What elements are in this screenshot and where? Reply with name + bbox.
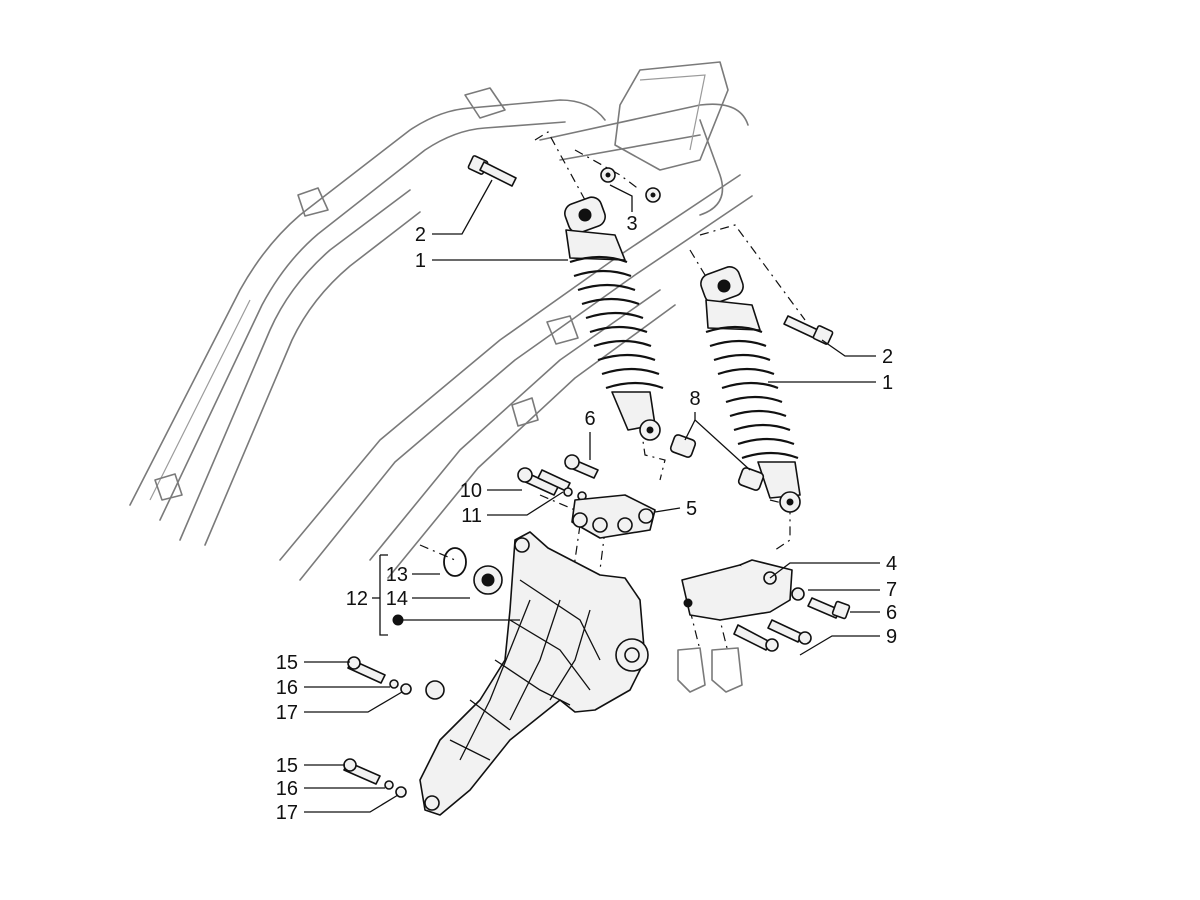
callout-3: 3 bbox=[626, 213, 637, 235]
callout-16b: 16 bbox=[276, 778, 298, 800]
bracket-4 bbox=[681, 559, 793, 621]
callout-14: 14 bbox=[386, 588, 408, 610]
callout-4: 4 bbox=[886, 553, 897, 575]
callout-15b: 15 bbox=[276, 755, 298, 777]
swing-arm bbox=[419, 531, 649, 816]
callout-1b: 1 bbox=[882, 372, 893, 394]
callout-1a: 1 bbox=[415, 250, 426, 272]
engine-mounts bbox=[677, 647, 743, 693]
callout-13: 13 bbox=[386, 564, 408, 586]
scooter-frame bbox=[129, 61, 753, 581]
callout-6a: 6 bbox=[584, 408, 595, 430]
spacers bbox=[669, 434, 765, 491]
callout-11: 11 bbox=[461, 505, 482, 527]
callout-6b: 6 bbox=[886, 602, 897, 624]
lower-bolts bbox=[343, 656, 412, 798]
callout-7: 7 bbox=[886, 579, 897, 601]
bearing-assembly bbox=[392, 547, 503, 626]
small-bolts-center bbox=[517, 454, 599, 501]
callout-8: 8 bbox=[689, 388, 700, 410]
callout-17a: 17 bbox=[276, 702, 298, 724]
callout-5: 5 bbox=[686, 498, 697, 520]
callout-2b: 2 bbox=[882, 346, 893, 368]
bracket-5 bbox=[571, 494, 656, 539]
shock-absorber-right bbox=[700, 266, 801, 513]
callout-16a: 16 bbox=[276, 677, 298, 699]
callout-17b: 17 bbox=[276, 802, 298, 824]
bolt-upper-left bbox=[467, 155, 517, 187]
callout-9: 9 bbox=[886, 626, 897, 648]
callout-15a: 15 bbox=[276, 652, 298, 674]
fasteners-right bbox=[733, 587, 851, 652]
nuts-upper bbox=[600, 167, 661, 203]
callout-numbers: 2 1 3 2 1 6 8 10 11 5 4 7 6 9 13 12 14 1… bbox=[276, 213, 897, 824]
shock-absorber-left bbox=[564, 196, 664, 441]
callout-2a: 2 bbox=[415, 224, 426, 246]
bolt-upper-right bbox=[783, 315, 834, 345]
callout-10: 10 bbox=[460, 480, 482, 502]
leader-lines bbox=[304, 179, 880, 813]
callout-12: 12 bbox=[346, 588, 368, 610]
